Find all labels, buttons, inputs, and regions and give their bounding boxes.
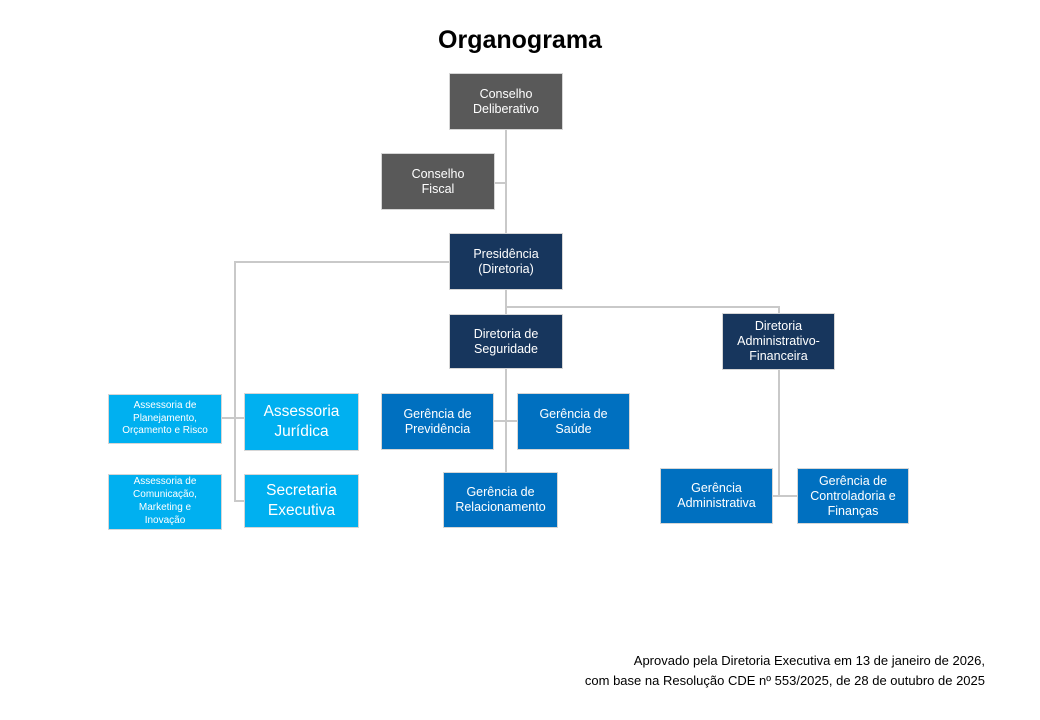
- connector-previdencia-saude: [494, 420, 517, 422]
- node-secretaria-executiva: Secretaria Executiva: [244, 474, 359, 528]
- connector-admfin-top-stub: [778, 306, 780, 314]
- node-assessoria-comunicacao: Assessoria de Comunicação, Marketing e I…: [108, 474, 222, 530]
- node-conselho-deliberativo: Conselho Deliberativo: [449, 73, 563, 130]
- connector-left-vertical: [234, 261, 236, 502]
- node-gerencia-controladoria: Gerência de Controladoria e Finanças: [797, 468, 909, 524]
- node-conselho-fiscal: Conselho Fiscal: [381, 153, 495, 210]
- node-presidencia: Presidência (Diretoria): [449, 233, 563, 290]
- node-diretoria-adm-financeira: Diretoria Administrativo- Financeira: [722, 313, 835, 370]
- page-title: Organograma: [438, 26, 602, 54]
- node-gerencia-administrativa: Gerência Administrativa: [660, 468, 773, 524]
- connector-admfin-bottom: [778, 370, 780, 496]
- node-gerencia-relacionamento: Gerência de Relacionamento: [443, 472, 558, 528]
- node-gerencia-saude: Gerência de Saúde: [517, 393, 630, 450]
- node-assessoria-juridica: Assessoria Jurídica: [244, 393, 359, 451]
- connector-administrativa-controladoria: [773, 495, 797, 497]
- connector-diretorias-horizontal: [505, 306, 779, 308]
- node-assessoria-planejamento: Assessoria de Planejamento, Orçamento e …: [108, 394, 222, 444]
- connector-secretaria-stub: [234, 500, 244, 502]
- approval-note: Aprovado pela Diretoria Executiva em 13 …: [585, 651, 985, 691]
- connector-deliberativo-presidencia: [505, 130, 507, 233]
- node-diretoria-seguridade: Diretoria de Seguridade: [449, 314, 563, 369]
- connector-presidencia-left: [234, 261, 449, 263]
- connector-presidencia-bottom: [505, 290, 507, 314]
- approval-note-line1: Aprovado pela Diretoria Executiva em 13 …: [633, 653, 985, 668]
- connector-fiscal-stub: [494, 182, 506, 184]
- connector-planejamento-juridica: [222, 417, 244, 419]
- node-gerencia-previdencia: Gerência de Previdência: [381, 393, 494, 450]
- approval-note-line2: com base na Resolução CDE nº 553/2025, d…: [584, 673, 985, 689]
